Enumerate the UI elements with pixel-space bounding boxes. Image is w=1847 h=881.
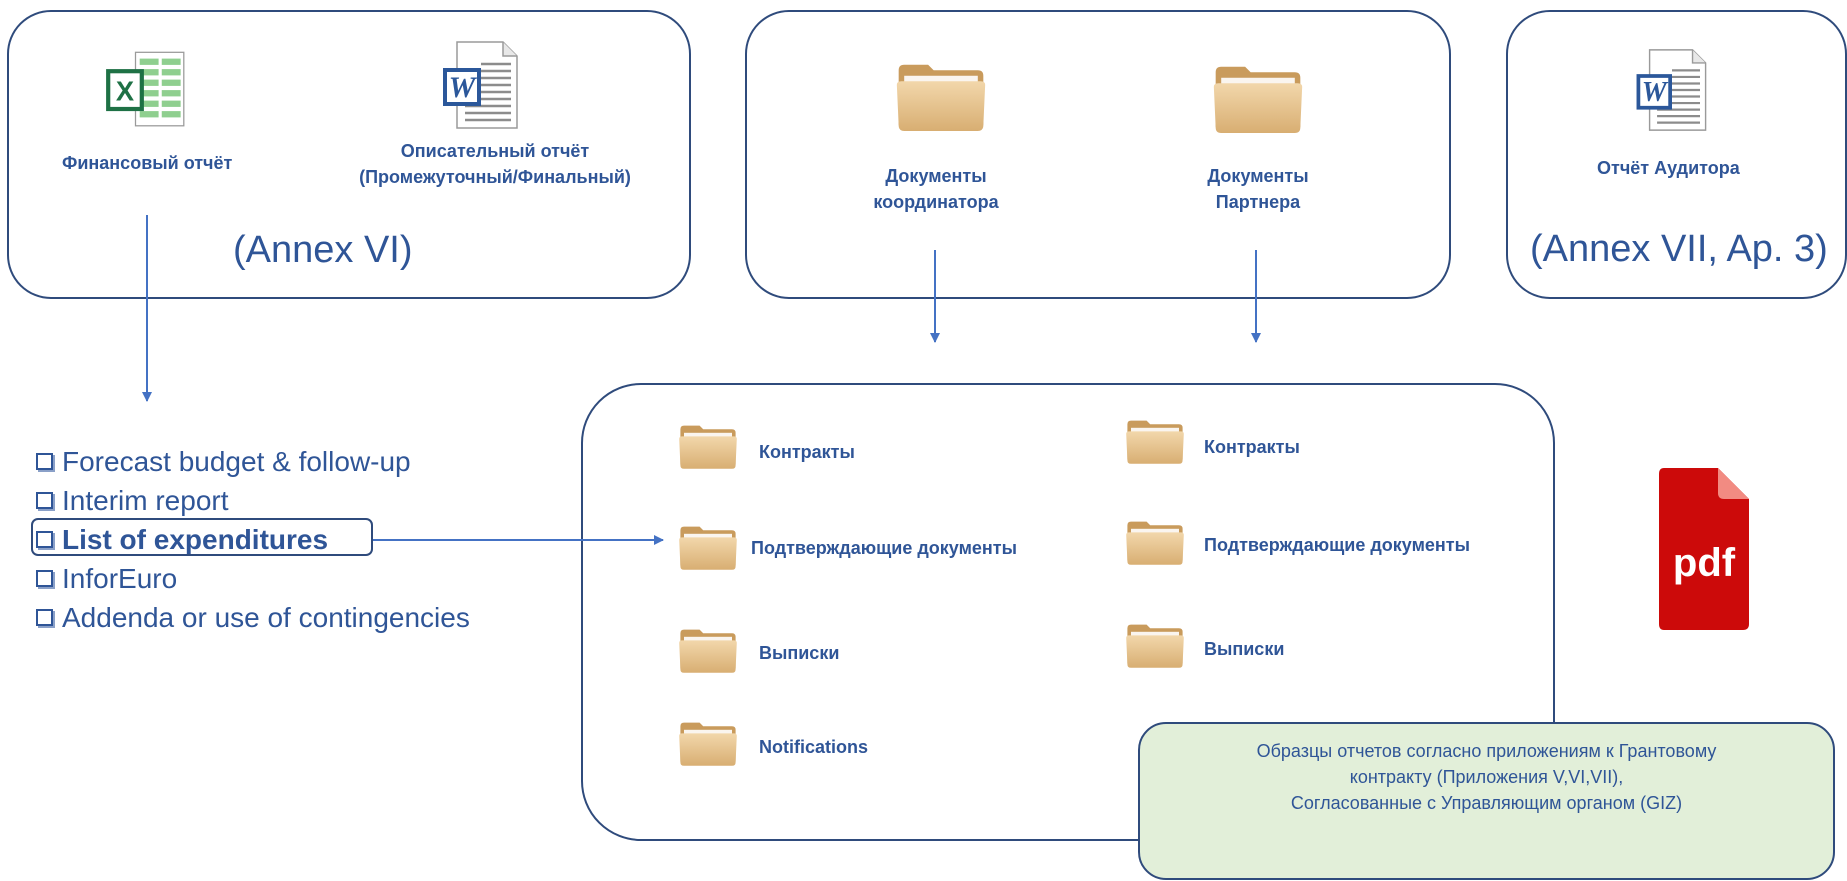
checkbox-icon xyxy=(36,609,53,626)
auditor-word-icon xyxy=(1632,48,1712,132)
narrative-report-label: Описательный отчёт (Промежуточный/Финаль… xyxy=(359,141,631,188)
financial-reports-panel xyxy=(7,10,691,299)
annex-vi-label: (Annex VI) xyxy=(233,229,413,271)
auditor-report-label: Отчёт Аудитора xyxy=(1597,158,1740,178)
partner-folder-icon xyxy=(1212,60,1304,136)
right-folder-label: Подтверждающие документы xyxy=(1204,535,1470,555)
statements-folder-icon xyxy=(1125,621,1185,669)
left-folder-label: Выписки xyxy=(759,643,840,663)
right-folder-label: Выписки xyxy=(1204,639,1285,659)
supporting-docs-folder-icon xyxy=(1125,518,1185,566)
left-folder-label: Подтверждающие документы xyxy=(751,538,1017,558)
pdf-label: pdf xyxy=(1673,541,1736,585)
left-folder-label: Notifications xyxy=(759,737,869,757)
documents-panel xyxy=(745,10,1451,299)
coordinator-folder-icon xyxy=(895,58,987,134)
checkbox-icon xyxy=(36,531,53,548)
note-line: контракту (Приложения V,VI,VII), xyxy=(1349,767,1624,788)
checkbox-icon xyxy=(36,492,53,509)
statements-folder-icon xyxy=(678,626,738,674)
note-line: Образцы отчетов согласно приложениям к Г… xyxy=(1256,741,1717,761)
pdf-file-icon: pdf xyxy=(1659,468,1749,630)
checklist-item: Forecast budget & follow-up xyxy=(36,442,470,481)
right-folder-label: Контракты xyxy=(1204,437,1300,457)
partner-documents-label: Документы Партнера xyxy=(1207,166,1309,213)
checklist-item-highlighted: List of expenditures xyxy=(36,520,470,559)
financial-report-label: Финансовый отчёт xyxy=(62,153,233,173)
word-file-icon xyxy=(440,40,522,130)
checklist-item: Addenda or use of contingencies xyxy=(36,598,470,637)
checklist-item: Interim report xyxy=(36,481,470,520)
checklist-item: InforEuro xyxy=(36,559,470,598)
note-line: Согласованные с Управляющим органом (GIZ… xyxy=(1290,793,1683,814)
coordinator-documents-label: Документы координатора xyxy=(873,166,999,213)
contracts-folder-icon xyxy=(678,422,738,470)
note-box: Образцы отчетов согласно приложениям к Г… xyxy=(1138,722,1835,880)
notifications-folder-icon xyxy=(678,719,738,767)
highlight-box xyxy=(31,518,373,556)
supporting-docs-folder-icon xyxy=(678,523,738,571)
contracts-folder-icon xyxy=(1125,417,1185,465)
left-folder-label: Контракты xyxy=(759,442,855,462)
checkbox-icon xyxy=(36,570,53,587)
excel-file-icon xyxy=(104,46,188,130)
checkbox-icon xyxy=(36,453,53,470)
checklist: Forecast budget & follow-up Interim repo… xyxy=(36,442,470,637)
annex-vii-label: (Annex VII, Ap. 3) xyxy=(1530,228,1828,270)
